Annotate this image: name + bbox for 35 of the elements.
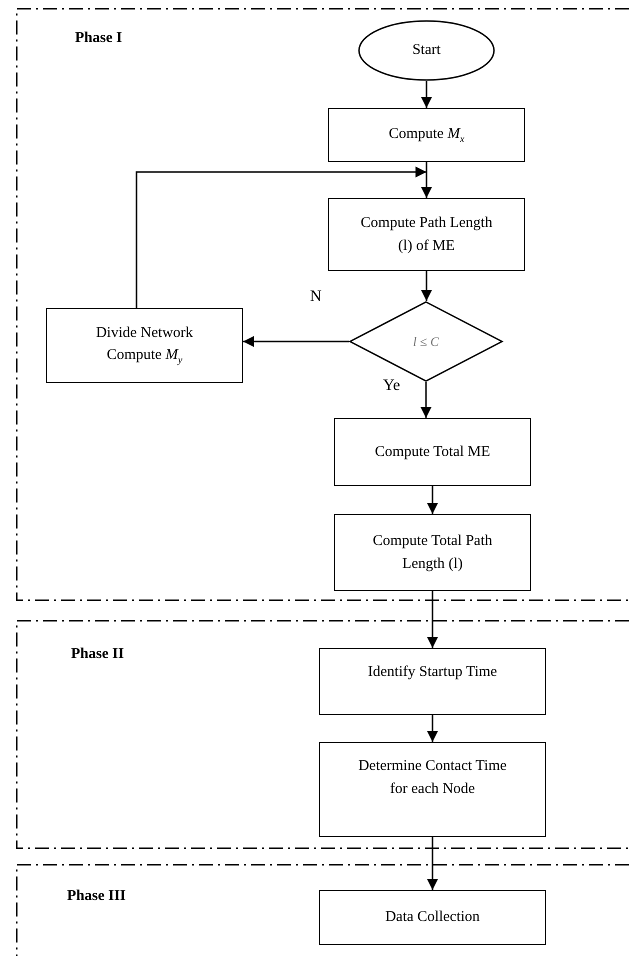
node-text: Data Collection xyxy=(385,908,480,928)
phase-band xyxy=(16,864,629,956)
phase-heading: Phase III xyxy=(67,888,126,905)
phase-band xyxy=(16,620,629,849)
arrow xyxy=(427,486,438,514)
start-ellipse xyxy=(358,20,495,81)
node-text: Divide Network Compute M$_{y}$ xyxy=(94,324,194,368)
arrow xyxy=(427,837,438,890)
process-box xyxy=(319,742,546,837)
node-text: Compute Total ME xyxy=(374,442,490,462)
arrow xyxy=(136,166,426,308)
arrow xyxy=(421,271,432,301)
arrow xyxy=(243,336,349,347)
phase-heading: Phase I xyxy=(75,30,122,47)
phase-band xyxy=(16,8,629,601)
node-text: Compute M$_{x}$ xyxy=(388,124,464,147)
process-box xyxy=(319,648,546,715)
phase-heading: Phase II xyxy=(71,646,124,663)
arrow xyxy=(427,591,438,648)
arrow xyxy=(420,382,432,418)
node-text: Start xyxy=(412,41,441,60)
process-box xyxy=(319,890,546,945)
arrow xyxy=(421,162,432,198)
process-box xyxy=(334,514,531,591)
process-box xyxy=(46,308,243,383)
process-box xyxy=(334,418,531,486)
node-text: Determine Contact Time for each Node xyxy=(357,757,508,798)
node-text: Compute Total Path Length (l) xyxy=(372,532,494,574)
node-text: Compute Path Length (l) of ME xyxy=(360,214,494,256)
process-box xyxy=(328,108,525,162)
arrow xyxy=(427,715,438,742)
node-text: Identify Startup Time xyxy=(368,663,498,682)
process-box xyxy=(328,198,525,271)
node-text: l ≤ C xyxy=(413,332,439,351)
arrow xyxy=(421,81,432,108)
